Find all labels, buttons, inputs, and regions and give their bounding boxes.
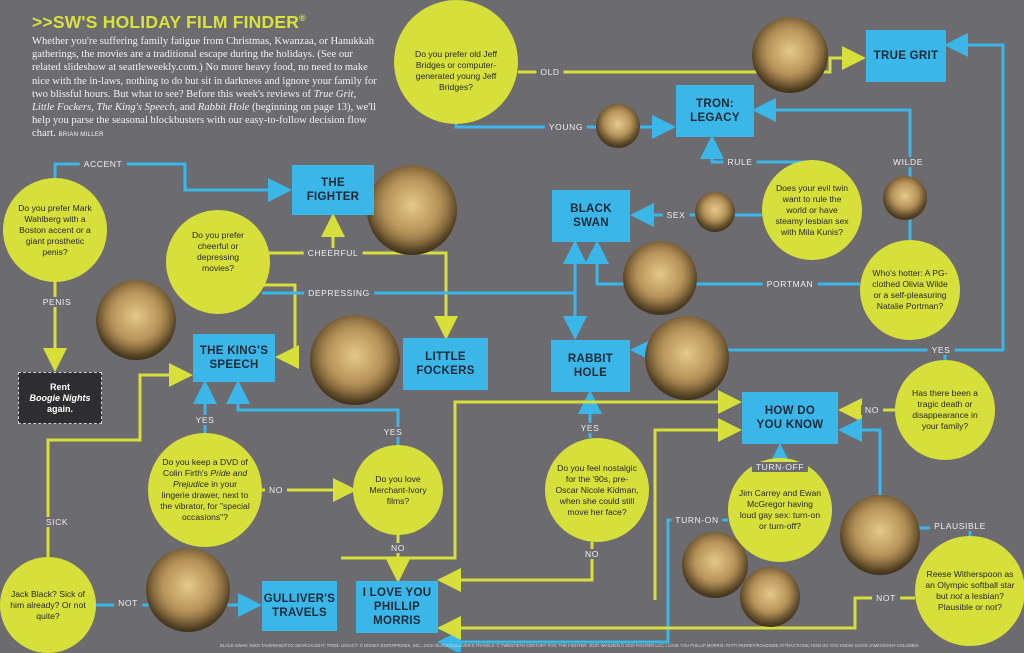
label-firth-yes: YES <box>191 415 219 425</box>
label-young: YOUNG <box>544 122 588 132</box>
photo-mila-kunis <box>695 192 735 232</box>
label-kidman-yes: YES <box>576 423 604 433</box>
film-tron-legacy: TRON: LEGACY <box>676 85 754 137</box>
path-sick <box>46 363 193 557</box>
label-rule: RULE <box>723 157 757 167</box>
path-cheerful-kings <box>262 283 299 369</box>
label-firth-no: NO <box>265 485 287 495</box>
photo-nicole-kidman <box>645 316 729 400</box>
path-old <box>518 46 866 74</box>
label-tragic-yes: YES <box>927 345 955 355</box>
label-reese-not: NOT <box>872 593 900 603</box>
film-how-do-you-know: HOW DO YOU KNOW <box>742 392 838 444</box>
film-gullivers-travels: GULLIVER'S TRAVELS <box>262 581 337 631</box>
label-kidman-no: NO <box>581 549 603 559</box>
question-reese-witherspoon: Reese Witherspoon as an Olympic softball… <box>915 536 1024 646</box>
question-merchant-ivory: Do you love Merchant-Ivory films? <box>353 445 443 535</box>
photo-jack-black <box>146 548 230 632</box>
page-title: >>SW'S HOLIDAY FILM FINDER® <box>32 12 306 32</box>
path-tragic-yes-up <box>944 33 1005 352</box>
label-plausible: PLAUSIBLE <box>930 521 990 531</box>
label-cheerful: CHEERFUL <box>303 248 363 258</box>
photo-reese-witherspoon <box>840 495 920 575</box>
question-wahlberg: Do you prefer Mark Wahlberg with a Bosto… <box>3 178 107 282</box>
label-old: OLD <box>536 67 564 77</box>
photo-natalie-portman <box>623 241 697 315</box>
label-sex: SEX <box>662 210 690 220</box>
label-merchant-no: NO <box>387 543 409 553</box>
intro-text: Whether you're suffering family fatigue … <box>32 36 377 140</box>
film-i-love-you-phillip-morris: I LOVE YOU PHILLIP MORRIS <box>356 581 438 633</box>
photo-jim-carrey <box>682 532 748 598</box>
photo-ewan-mcgregor <box>740 567 800 627</box>
label-wilde: WILDE <box>889 157 927 167</box>
question-jack-black: Jack Black? Sick of him already? Or not … <box>0 557 96 653</box>
label-turn-on: TURN-ON <box>671 515 723 525</box>
path-depressing-swan <box>560 240 587 295</box>
label-turn-off: TURN-OFF <box>751 462 809 472</box>
label-portman: PORTMAN <box>762 279 818 289</box>
label-merchant-yes: YES <box>379 427 407 437</box>
label-tragic-no: NO <box>861 405 883 415</box>
film-kings-speech: THE KING'S SPEECH <box>193 334 275 382</box>
film-black-swan: BLACK SWAN <box>552 190 630 242</box>
photo-old-jeff-bridges <box>752 17 828 93</box>
photo-colin-firth <box>96 280 176 360</box>
question-nicole-kidman: Do you feel nostalgic for the '90s, pre-… <box>545 438 649 542</box>
path-kidman-no <box>437 542 594 592</box>
question-evil-twin: Does your evil twin want to rule the wor… <box>762 160 862 260</box>
label-accent: ACCENT <box>79 159 127 169</box>
photo-robert-de-niro <box>310 315 400 405</box>
film-the-fighter: THE FIGHTER <box>292 165 374 215</box>
path-depressing <box>262 291 587 340</box>
path-accent <box>53 162 292 202</box>
path-gullivers-link <box>341 390 742 560</box>
label-penis: PENIS <box>38 297 76 307</box>
film-rabbit-hole: RABBIT HOLE <box>551 340 630 392</box>
photo-young-jeff-bridges <box>596 104 640 148</box>
byline: BRIAN MILLER <box>58 132 104 139</box>
photo-olivia-wilde <box>883 176 927 220</box>
label-depressing: DEPRESSING <box>304 288 374 298</box>
label-sick: SICK <box>41 517 73 527</box>
question-colin-firth: Do you keep a DVD of Colin Firth's Pride… <box>148 433 262 547</box>
question-cheerful-depressing: Do you prefer cheerful or depressing mov… <box>166 210 270 314</box>
question-tragic-death: Has there been a tragic death or disappe… <box>895 360 995 460</box>
label-jack-not: NOT <box>114 598 142 608</box>
question-carrey-mcgregor: Jim Carrey and Ewan McGregor having loud… <box>728 458 832 562</box>
film-true-grit: TRUE GRIT <box>866 30 946 82</box>
question-jeff-bridges: Do you prefer old Jeff Bridges or comput… <box>394 0 518 124</box>
path-hdyk-link <box>653 418 742 600</box>
path-reese-not <box>437 596 915 640</box>
question-who-is-hotter: Who's hotter: A PG-clothed Olivia Wilde … <box>860 240 960 340</box>
film-little-fockers: LITTLE FOCKERS <box>403 338 488 390</box>
photo-mark-wahlberg <box>367 165 457 255</box>
photo-credits: BLACK SWAN: NIKO TAVERNISE/FOX SEARCHLIG… <box>220 643 919 648</box>
